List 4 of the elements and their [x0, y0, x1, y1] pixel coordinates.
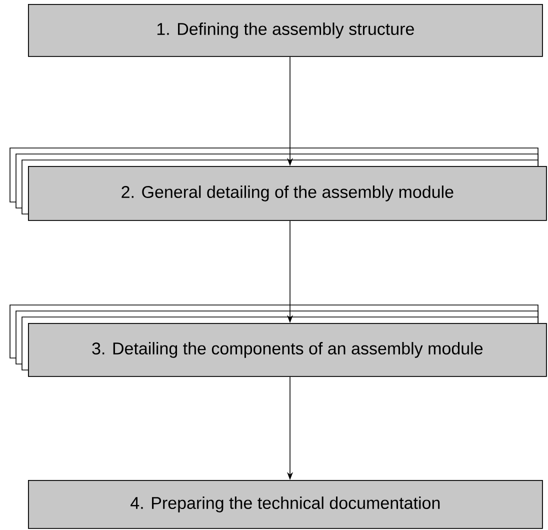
process-box: 2. General detailing of the assembly module — [10, 148, 547, 221]
process-box: 3. Detailing the components of an assembly module — [10, 304, 547, 377]
process-box: 4. Preparing the technical documentation — [28, 480, 543, 529]
process-box: 1. Defining the assembly structure — [28, 4, 543, 57]
